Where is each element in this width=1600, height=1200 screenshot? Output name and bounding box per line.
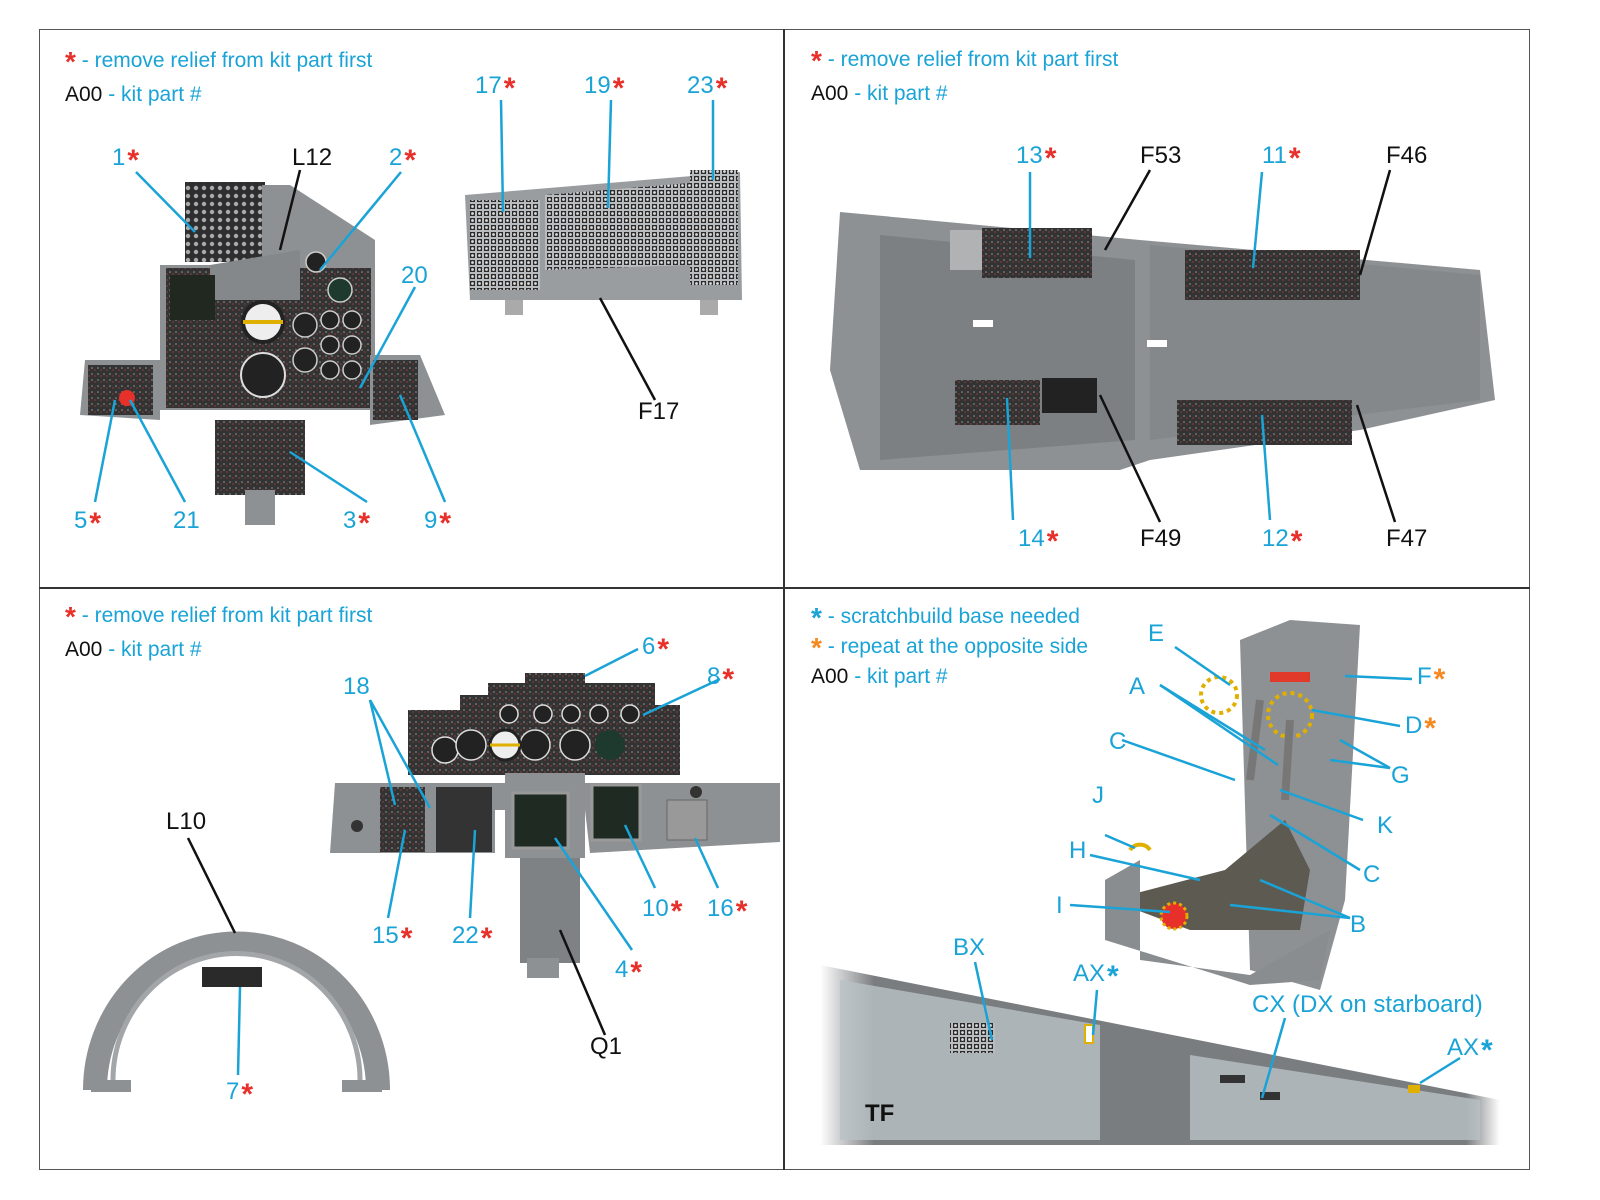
callout-decal: H bbox=[1069, 837, 1087, 864]
callout-kit-part: F47 bbox=[1386, 525, 1428, 552]
cockpit-sidewall-tf-art bbox=[820, 965, 1500, 1145]
callout-decal: 3* bbox=[343, 507, 371, 540]
callout-kit-part: Q1 bbox=[590, 1033, 623, 1060]
callout-kit-part: F46 bbox=[1386, 142, 1428, 169]
red-star-icon: * bbox=[630, 956, 643, 989]
callout-decal: 15* bbox=[372, 922, 413, 955]
red-star-icon: * bbox=[89, 507, 102, 540]
callout-decal: 19* bbox=[584, 72, 625, 105]
callout-decal: J bbox=[1092, 782, 1104, 809]
red-star-icon: * bbox=[1288, 142, 1301, 175]
red-star-icon: * bbox=[404, 144, 417, 177]
callout-kit-part: F17 bbox=[638, 398, 680, 425]
console-13 bbox=[982, 228, 1092, 278]
red-star-icon: * bbox=[735, 895, 748, 928]
callout-decal: 12* bbox=[1262, 525, 1303, 558]
orange-star-icon: * bbox=[1433, 663, 1446, 696]
callout-decal: 6* bbox=[642, 633, 670, 666]
callout-kit-part: L10 bbox=[166, 808, 207, 835]
side-consoles-art bbox=[830, 212, 1495, 470]
red-star-icon: * bbox=[722, 663, 735, 696]
callout-decal: 10* bbox=[642, 895, 683, 928]
callout-decal: 21 bbox=[173, 507, 200, 534]
callout-decal: BX bbox=[953, 934, 986, 961]
callout-decal: C bbox=[1363, 861, 1381, 888]
red-star-icon: * bbox=[657, 633, 670, 666]
red-star-icon: * bbox=[241, 1078, 254, 1111]
callout-decal: 14* bbox=[1018, 525, 1059, 558]
red-star-icon: * bbox=[127, 144, 140, 177]
legend-panel-4: * - scratchbuild base needed * - repeat … bbox=[811, 602, 1088, 691]
legend-panel-2: * - remove relief from kit part first A0… bbox=[811, 43, 1118, 110]
blue-star-icon: * bbox=[1107, 960, 1119, 993]
upfront-control-panel bbox=[185, 182, 265, 262]
red-star-icon: * bbox=[670, 895, 683, 928]
callout-decal: 17* bbox=[475, 72, 516, 105]
callout-decal: K bbox=[1377, 812, 1394, 839]
callout-decal: F* bbox=[1417, 663, 1446, 696]
callout-decal: A bbox=[1129, 673, 1146, 700]
red-star-icon: * bbox=[503, 72, 516, 105]
legend-remove-relief: * - remove relief from kit part first bbox=[811, 45, 1119, 76]
callout-decal: 4* bbox=[615, 956, 643, 989]
callout-decal: 9* bbox=[424, 507, 452, 540]
rear-instrument-panel-art bbox=[330, 673, 780, 978]
legend-kit-part: A00 - kit part # bbox=[811, 82, 948, 105]
legend-repeat-opposite: * - repeat at the opposite side bbox=[811, 632, 1089, 663]
instruction-sheet-frame bbox=[39, 29, 1530, 1170]
callout-kit-part: F49 bbox=[1140, 525, 1182, 552]
callout-decal: 5* bbox=[74, 507, 102, 540]
legend-kit-part: A00 - kit part # bbox=[811, 665, 948, 688]
legend-panel-3: * - remove relief from kit part first A0… bbox=[65, 599, 372, 666]
legend-panel-1: * - remove relief from kit part first A0… bbox=[65, 44, 372, 111]
legend-scratchbuild: * - scratchbuild base needed bbox=[811, 602, 1080, 633]
main-instrument-panel-art bbox=[80, 182, 445, 525]
callout-decal: I bbox=[1056, 892, 1063, 919]
callout-decal: 11* bbox=[1262, 142, 1301, 175]
blue-star-icon: * bbox=[1481, 1034, 1493, 1067]
callout-decal: AX* bbox=[1073, 960, 1119, 993]
callout-kit-part: L12 bbox=[292, 144, 333, 171]
callout-decal: 20 bbox=[401, 262, 428, 289]
callout-decal: E bbox=[1148, 620, 1165, 647]
leader-lines bbox=[93, 99, 1461, 1099]
console-11 bbox=[1185, 250, 1360, 300]
glareshield-l10-art bbox=[83, 931, 390, 1092]
callout-decal: 23* bbox=[687, 72, 728, 105]
red-star-icon: * bbox=[715, 72, 728, 105]
callout-decal: G bbox=[1391, 762, 1410, 789]
callout-decal: 8* bbox=[707, 663, 735, 696]
callout-decal: 13* bbox=[1016, 142, 1057, 175]
callout-kit-part: F53 bbox=[1140, 142, 1182, 169]
orange-star-icon: * bbox=[1424, 712, 1437, 745]
callout-decal: CX (DX on starboard) bbox=[1252, 991, 1483, 1018]
legend-remove-relief: * - remove relief from kit part first bbox=[65, 46, 373, 77]
legend-kit-part: A00 - kit part # bbox=[65, 638, 202, 661]
red-star-icon: * bbox=[1290, 525, 1303, 558]
callout-decal: C bbox=[1109, 728, 1127, 755]
vertical-divider bbox=[783, 29, 785, 1170]
red-star-icon: * bbox=[358, 507, 371, 540]
callout-decal: 1* bbox=[112, 144, 140, 177]
red-star-icon: * bbox=[1044, 142, 1057, 175]
callout-decal: B bbox=[1350, 911, 1367, 938]
callout-decal: 22* bbox=[452, 922, 493, 955]
red-star-icon: * bbox=[612, 72, 625, 105]
console-14 bbox=[955, 380, 1040, 425]
callout-decal: 18 bbox=[343, 673, 370, 700]
callout-decal: AX* bbox=[1447, 1034, 1493, 1067]
legend-kit-part: A00 - kit part # bbox=[65, 83, 202, 106]
red-star-icon: * bbox=[480, 922, 493, 955]
red-star-icon: * bbox=[1046, 525, 1059, 558]
callout-decal: D* bbox=[1405, 712, 1437, 745]
callout-decal: 16* bbox=[707, 895, 748, 928]
red-star-icon: * bbox=[400, 922, 413, 955]
horizontal-divider bbox=[39, 587, 1530, 589]
callout-kit-part: TF bbox=[865, 1100, 895, 1127]
red-star-icon: * bbox=[439, 507, 452, 540]
legend-remove-relief: * - remove relief from kit part first bbox=[65, 601, 373, 632]
left-console-f17-art bbox=[465, 170, 742, 315]
callout-decal: 2* bbox=[389, 144, 417, 177]
callout-decal: 7* bbox=[226, 1078, 254, 1111]
